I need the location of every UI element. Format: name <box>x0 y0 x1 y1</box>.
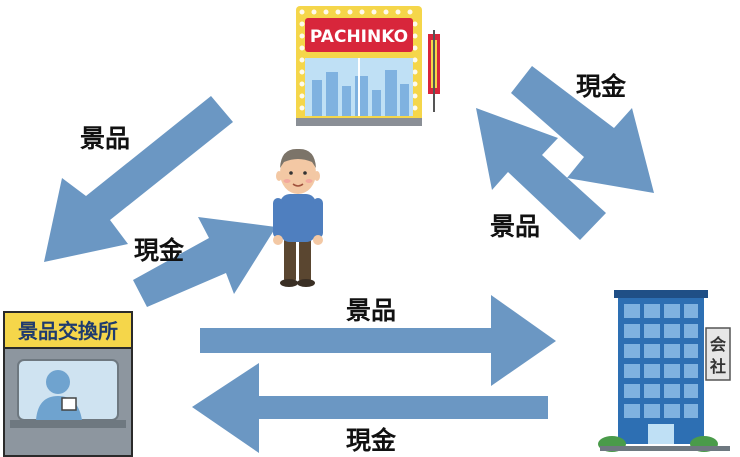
label-company-to-pachinko: 景品 <box>490 212 541 241</box>
arrow-booth-to-company <box>200 295 556 386</box>
label-booth-to-player: 現金 <box>134 236 185 265</box>
label-pachinko-to-company: 現金 <box>576 72 627 101</box>
player-icon <box>273 148 323 287</box>
company-sign-char-2: 社 <box>709 357 726 376</box>
label-company-to-booth: 現金 <box>346 426 397 455</box>
pachinko-sign-text: PACHINKO <box>310 27 408 47</box>
exchange-booth-icon: 景品交換所 <box>3 311 133 457</box>
arrow-company-to-pachinko <box>476 108 606 240</box>
arrow-pachinko-to-company <box>511 66 654 193</box>
company-building-icon: 会 社 <box>598 290 731 452</box>
arrow-booth-to-player <box>133 217 276 307</box>
arrow-company-to-booth <box>192 363 548 453</box>
arrow-pachinko-to-booth <box>44 96 233 262</box>
exchange-booth-sign-text: 景品交換所 <box>18 319 118 343</box>
label-pachinko-to-booth: 景品 <box>80 124 131 153</box>
company-sign-char-1: 会 <box>710 335 726 354</box>
pachinko-parlor-icon: PACHINKO <box>296 6 440 126</box>
label-booth-to-company: 景品 <box>346 296 397 325</box>
